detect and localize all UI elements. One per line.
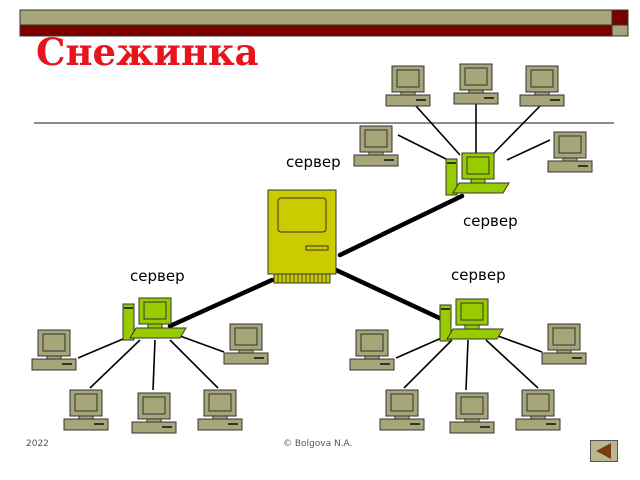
right-hub-links: [395, 335, 543, 391]
server-workstation-icon: [122, 297, 187, 341]
client-computer-icon: [449, 392, 495, 434]
client-computer-icon: [63, 389, 109, 431]
client-computer-icon: [385, 65, 431, 107]
backbone-links: [167, 193, 465, 329]
header-bar: [19, 9, 629, 37]
title-divider: [34, 122, 614, 124]
client-computer-icon: [131, 392, 177, 434]
server-label: сервер: [130, 267, 185, 285]
mainframe-server-icon: [267, 189, 337, 284]
client-computer-icon: [453, 63, 499, 105]
left-hub-links: [77, 335, 225, 391]
server-label: сервер: [463, 212, 518, 230]
nav-back-button[interactable]: [590, 440, 618, 462]
triangle-left-icon: [596, 443, 611, 459]
client-computer-icon: [379, 389, 425, 431]
client-computer-icon: [515, 389, 561, 431]
client-computer-icon: [541, 323, 587, 365]
footer-author: © Bolgova N.A.: [283, 439, 353, 449]
slide-title: Снежинка: [36, 30, 259, 74]
footer-year: 2022: [26, 439, 49, 449]
top-hub-links: [397, 104, 551, 161]
client-computer-icon: [353, 125, 399, 167]
client-computer-icon: [349, 329, 395, 371]
server-workstation-icon: [439, 298, 504, 342]
server-label: сервер: [286, 153, 341, 171]
client-computer-icon: [223, 323, 269, 365]
server-workstation-icon: [445, 152, 510, 196]
client-computer-icon: [31, 329, 77, 371]
server-label: сервер: [451, 266, 506, 284]
client-computer-icon: [197, 389, 243, 431]
client-computer-icon: [519, 65, 565, 107]
client-computer-icon: [547, 131, 593, 173]
